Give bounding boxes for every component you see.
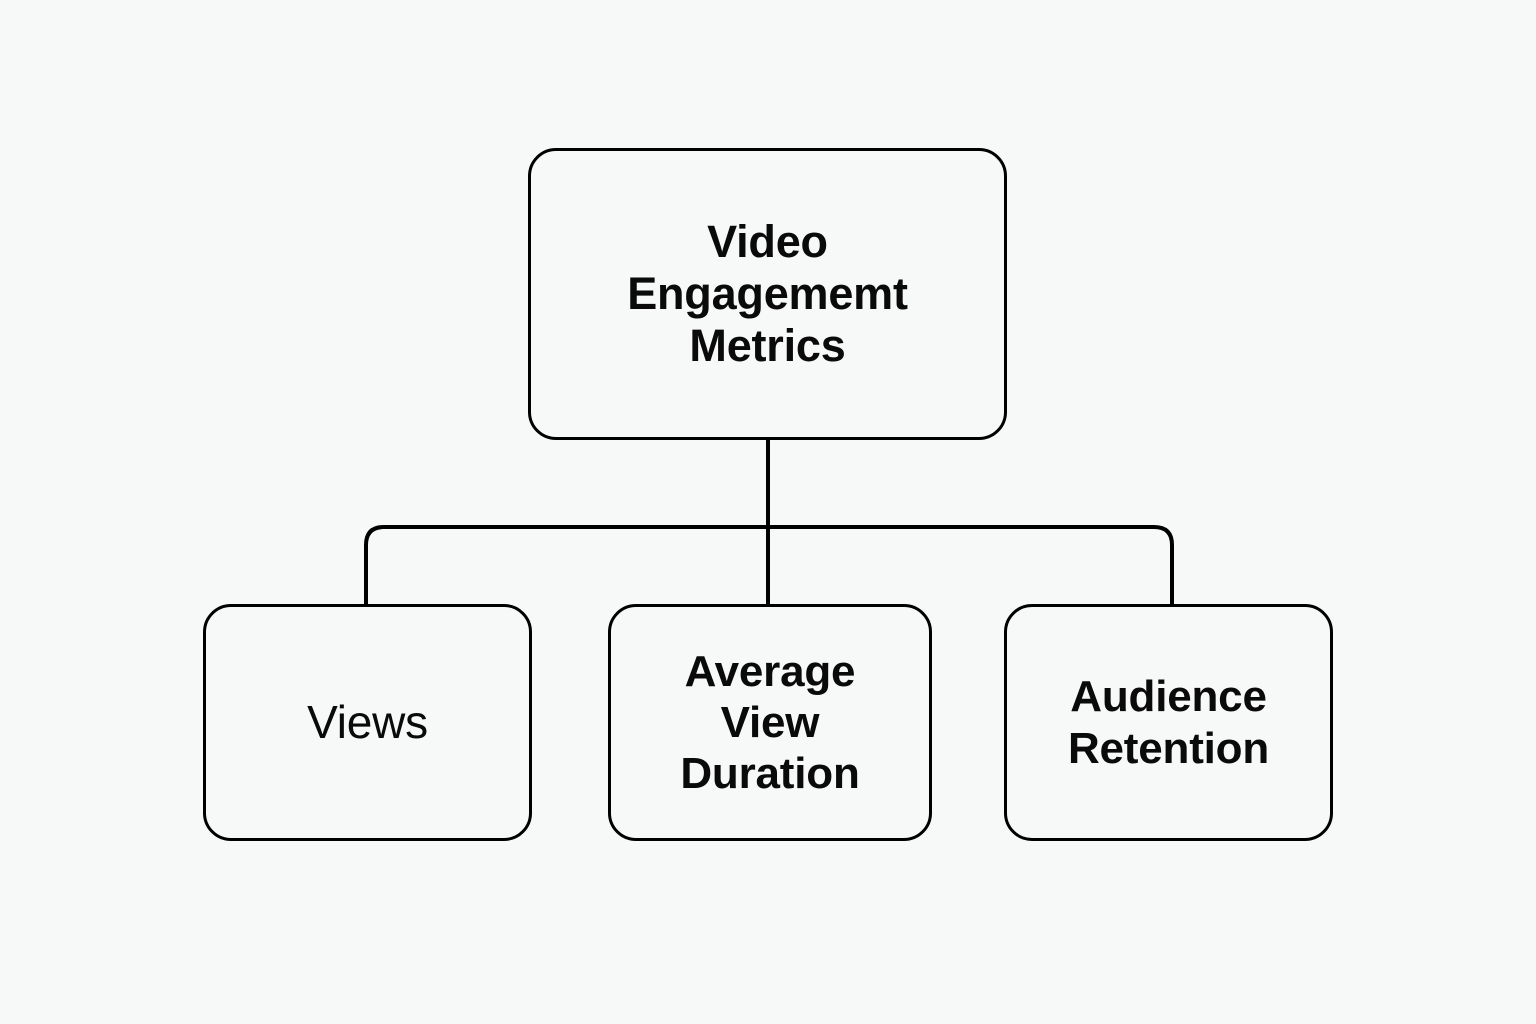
node-views[interactable]: Views [203,604,532,841]
node-average-view-duration[interactable]: Average View Duration [608,604,932,841]
node-audience-retention-label: Audience Retention [1067,672,1270,773]
node-video-engagement-metrics[interactable]: Video Engagememt Metrics [528,148,1007,440]
node-views-label: Views [307,695,428,748]
connector-branch-right [768,525,1174,604]
node-average-view-duration-label: Average View Duration [680,646,860,799]
node-audience-retention[interactable]: Audience Retention [1004,604,1333,841]
connector-branch-left [364,525,768,604]
node-root-label: Video Engagememt Metrics [627,215,908,372]
